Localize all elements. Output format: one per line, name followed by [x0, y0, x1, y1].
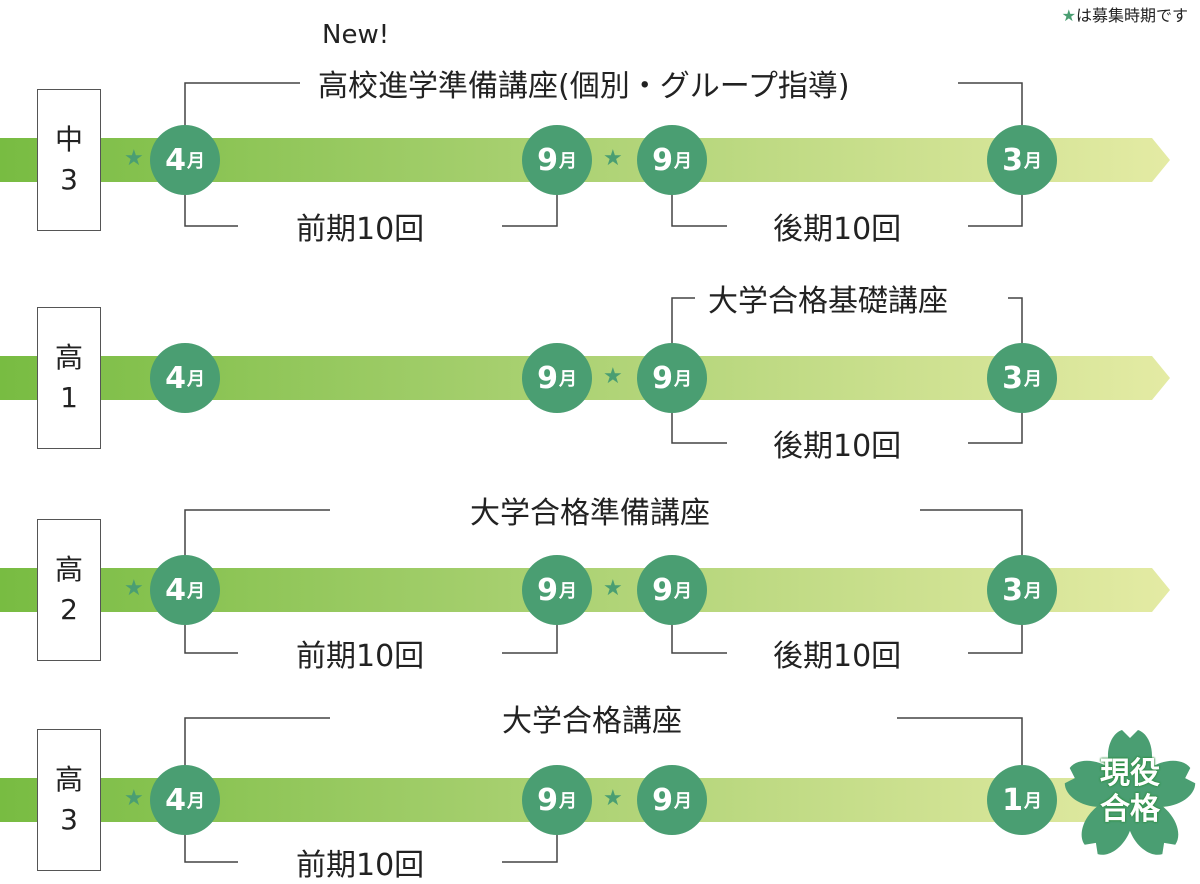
grade-number: 3	[60, 163, 78, 196]
month-unit: 月	[1023, 151, 1042, 172]
course-title: 大学合格基礎講座	[708, 284, 948, 319]
month-number: 9	[652, 360, 673, 396]
month-unit: 月	[186, 791, 205, 812]
second-term-label: 後期10回	[773, 212, 902, 247]
month-number: 1	[1002, 782, 1023, 818]
badge-line2: 合格	[1100, 792, 1160, 827]
star-icon: ★	[124, 786, 144, 811]
month-unit: 月	[186, 151, 205, 172]
month-unit: 月	[673, 369, 692, 390]
month-number: 9	[537, 142, 558, 178]
month-unit: 月	[673, 151, 692, 172]
month-number: 3	[1002, 142, 1023, 178]
grade-label: 高	[54, 553, 83, 586]
month-number: 9	[537, 360, 558, 396]
month-number: 9	[537, 782, 558, 818]
month-number: 4	[165, 572, 186, 608]
month-number: 4	[165, 360, 186, 396]
first-term-label: 前期10回	[296, 212, 425, 247]
month-number: 9	[652, 142, 673, 178]
course-title: 大学合格準備講座	[470, 496, 710, 531]
star-icon: ★	[124, 576, 144, 601]
new-label: New!	[322, 20, 390, 50]
month-unit: 月	[558, 151, 577, 172]
star-icon: ★	[603, 576, 623, 601]
badge-line1: 現役	[1100, 756, 1160, 791]
month-unit: 月	[1023, 581, 1042, 602]
month-unit: 月	[1023, 369, 1042, 390]
month-number: 9	[537, 572, 558, 608]
genyaku-goukaku-badge: 現役合格	[1060, 728, 1200, 864]
month-number: 9	[652, 782, 673, 818]
grade-number: 1	[60, 381, 78, 414]
month-number: 3	[1002, 572, 1023, 608]
second-term-label: 後期10回	[773, 429, 902, 464]
first-term-label: 前期10回	[296, 848, 425, 883]
first-term-label: 前期10回	[296, 639, 425, 674]
month-number: 9	[652, 572, 673, 608]
month-unit: 月	[673, 581, 692, 602]
star-icon: ★	[603, 364, 623, 389]
second-term-label: 後期10回	[773, 639, 902, 674]
month-number: 4	[165, 782, 186, 818]
month-unit: 月	[186, 369, 205, 390]
grade-number: 2	[60, 593, 78, 626]
grade-label: 高	[54, 341, 83, 374]
legend: ★は募集時期です	[1062, 2, 1188, 26]
month-number: 4	[165, 142, 186, 178]
course-title: 大学合格講座	[502, 704, 682, 739]
star-icon: ★	[603, 146, 623, 171]
grade-label: 中	[54, 123, 83, 156]
sakura-icon	[1060, 730, 1200, 863]
grade-label: 高	[54, 763, 83, 796]
month-unit: 月	[558, 791, 577, 812]
month-unit: 月	[558, 369, 577, 390]
month-unit: 月	[186, 581, 205, 602]
course-title: 高校進学準備講座(個別・グループ指導)	[318, 69, 850, 104]
month-unit: 月	[673, 791, 692, 812]
star-icon: ★	[603, 786, 623, 811]
month-unit: 月	[558, 581, 577, 602]
month-unit: 月	[1023, 791, 1042, 812]
grade-number: 3	[60, 803, 78, 836]
month-number: 3	[1002, 360, 1023, 396]
star-icon: ★	[1061, 6, 1076, 25]
legend-text: は募集時期です	[1075, 6, 1188, 25]
star-icon: ★	[124, 146, 144, 171]
